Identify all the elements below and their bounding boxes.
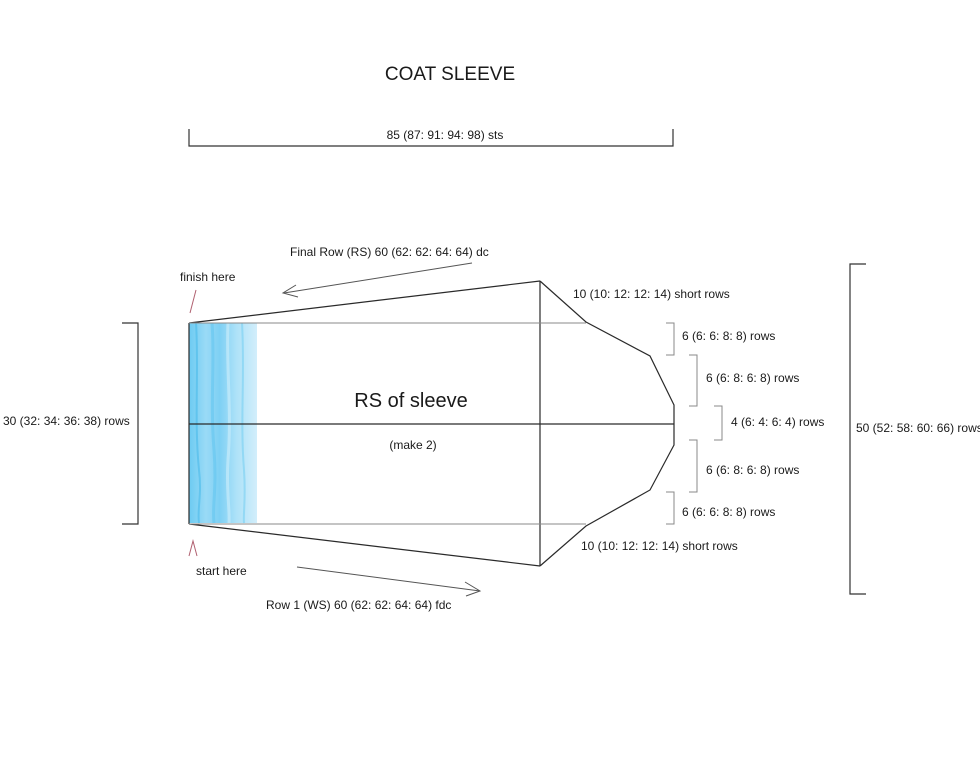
row1-arrow (296, 566, 482, 597)
cap-row-group-5: 6 (6: 6: 8: 8) rows (666, 491, 775, 525)
start-here-label: start here (196, 564, 247, 578)
diagram-title: COAT SLEEVE (385, 64, 515, 85)
row1-label: Row 1 (WS) 60 (62: 62: 64: 64) fdc (266, 598, 451, 612)
finish-here-label: finish here (180, 270, 236, 284)
cap-row-group-4: 6 (6: 8: 6: 8) rows (689, 439, 799, 493)
starting-band (189, 322, 257, 524)
short-rows-bottom-label: 10 (10: 12: 12: 14) short rows (581, 539, 738, 553)
finish-marker (189, 289, 197, 314)
cap-row-group-1: 6 (6: 6: 8: 8) rows (666, 322, 775, 356)
cap-rows-label: 6 (6: 6: 8: 8) rows (682, 329, 775, 343)
left-rows-label: 30 (32: 34: 36: 38) rows (3, 414, 130, 428)
cap-row-group-2: 6 (6: 8: 6: 8) rows (689, 354, 799, 407)
right-rows-bracket (849, 263, 866, 595)
cap-row-group-3: 4 (6: 4: 6: 4) rows (714, 405, 824, 441)
final-row-label: Final Row (RS) 60 (62: 62: 64: 64) dc (290, 245, 489, 259)
left-rows-bracket (122, 322, 139, 525)
cap-rows-label: 6 (6: 8: 6: 8) rows (706, 371, 799, 385)
start-marker (188, 539, 198, 557)
right-rows-label: 50 (52: 58: 60: 66) rows (856, 421, 980, 435)
sleeve-body (188, 280, 674, 567)
cap-rows-label: 6 (6: 8: 6: 8) rows (706, 463, 799, 477)
center-label: RS of sleeve (354, 390, 467, 412)
center-sublabel: (make 2) (389, 438, 436, 452)
sleeve-cap (539, 280, 675, 567)
short-rows-top-label: 10 (10: 12: 12: 14) short rows (573, 287, 730, 301)
cap-rows-label: 6 (6: 6: 8: 8) rows (682, 505, 775, 519)
cap-rows-label: 4 (6: 4: 6: 4) rows (731, 415, 824, 429)
final-row-arrow (281, 262, 473, 298)
width-label: 85 (87: 91: 94: 98) sts (387, 128, 504, 142)
width-bracket (188, 129, 674, 147)
